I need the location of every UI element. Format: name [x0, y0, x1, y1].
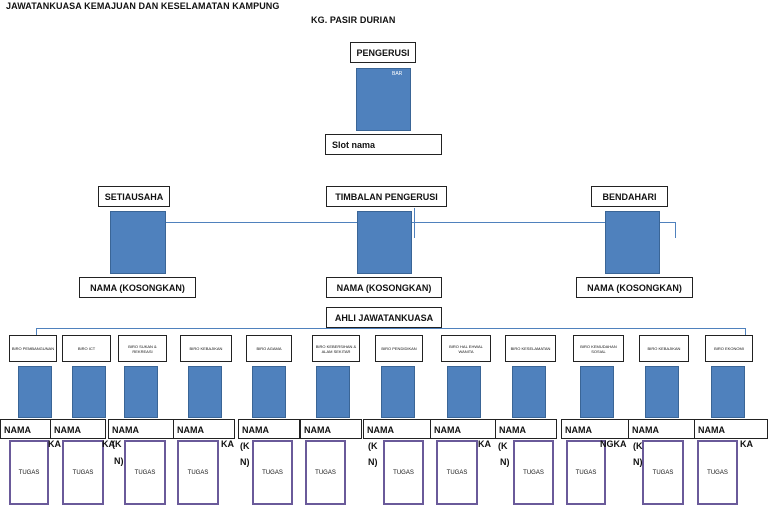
- biro-label: BIRO EKONOMI: [705, 335, 753, 362]
- text-fragment: KA: [48, 439, 61, 449]
- text-fragment: (K: [633, 441, 643, 451]
- biro-label: BIRO KESELAMATAN: [505, 335, 556, 362]
- setiausaha-photo: [110, 211, 166, 274]
- biro-label: BIRO PENDIDIKAN: [375, 335, 423, 362]
- setiausaha-label: SETIAUSAHA: [98, 186, 170, 207]
- text-fragment: KA: [221, 439, 234, 449]
- bendahari-name: NAMA (KOSONGKAN): [576, 277, 693, 298]
- member-name: NAMA: [173, 419, 235, 439]
- bendahari-photo: [605, 211, 660, 274]
- tugas-box: TUGAS: [62, 440, 104, 505]
- tugas-box: TUGAS: [642, 440, 684, 505]
- officer-connector-mid: [414, 208, 415, 238]
- member-name: NAMA: [495, 419, 557, 439]
- member-name: NAMA: [0, 419, 55, 439]
- timbalan-name: NAMA (KOSONGKAN): [326, 277, 442, 298]
- biro-label: BIRO KEBAJIKAN: [639, 335, 689, 362]
- member-name: NAMA: [238, 419, 300, 439]
- member-photo: [512, 366, 546, 418]
- member-photo: [580, 366, 614, 418]
- text-fragment: N): [240, 457, 250, 467]
- biro-label: BIRO ICT: [62, 335, 111, 362]
- member-photo: [252, 366, 286, 418]
- tugas-box: TUGAS: [9, 440, 49, 505]
- member-photo: [188, 366, 222, 418]
- member-photo: [18, 366, 52, 418]
- text-fragment: (K: [498, 441, 508, 451]
- officer-connector-drop: [675, 222, 676, 238]
- page-title: JAWATANKUASA KEMAJUAN DAN KESELAMATAN KA…: [6, 1, 280, 11]
- member-name: NAMA: [628, 419, 698, 439]
- biro-label: BIRO PEMBANGUNAN: [9, 335, 57, 362]
- text-fragment: (K: [112, 439, 122, 449]
- tugas-box: TUGAS: [177, 440, 219, 505]
- member-name: NAMA: [363, 419, 431, 439]
- member-name: NAMA: [694, 419, 768, 439]
- ahli-connector-left: [36, 328, 37, 336]
- text-fragment: (K: [368, 441, 378, 451]
- pengerusi-name-slot: Slot nama: [325, 134, 442, 155]
- member-name: NAMA: [300, 419, 362, 439]
- ahli-label: AHLI JAWATANKUASA: [326, 307, 442, 328]
- biro-label: BIRO SUKAN & REKREASI: [118, 335, 167, 362]
- member-name: NAMA: [561, 419, 631, 439]
- member-photo: [381, 366, 415, 418]
- tugas-box: TUGAS: [513, 440, 554, 505]
- tugas-box: TUGAS: [436, 440, 478, 505]
- member-photo: [316, 366, 350, 418]
- text-fragment: KA: [102, 439, 115, 449]
- text-fragment: NGKA: [600, 439, 627, 449]
- tugas-box: TUGAS: [124, 440, 166, 505]
- timbalan-photo: [357, 211, 412, 274]
- text-fragment: N): [633, 457, 643, 467]
- ahli-connector: [36, 328, 746, 329]
- tugas-box: TUGAS: [305, 440, 346, 505]
- ahli-connector-right: [745, 328, 746, 336]
- member-photo: [124, 366, 158, 418]
- member-photo: [645, 366, 679, 418]
- text-fragment: (K: [240, 441, 250, 451]
- member-photo: [72, 366, 106, 418]
- tugas-box: TUGAS: [383, 440, 424, 505]
- member-photo: [447, 366, 481, 418]
- photo-text: BAR: [392, 71, 403, 77]
- member-name: NAMA: [108, 419, 174, 439]
- biro-label: BIRO AGAMA: [246, 335, 292, 362]
- biro-label: BIRO KEBAJIKAN: [180, 335, 232, 362]
- text-fragment: N): [368, 457, 378, 467]
- pengerusi-label: PENGERUSI: [350, 42, 416, 63]
- text-fragment: N): [114, 456, 124, 466]
- officer-connector: [166, 222, 676, 223]
- tugas-box: TUGAS: [697, 440, 738, 505]
- member-name: NAMA: [50, 419, 106, 439]
- timbalan-label: TIMBALAN PENGERUSI: [326, 186, 447, 207]
- member-name: NAMA: [430, 419, 496, 439]
- setiausaha-name: NAMA (KOSONGKAN): [79, 277, 196, 298]
- tugas-box: TUGAS: [252, 440, 293, 505]
- tugas-box: TUGAS: [566, 440, 606, 505]
- biro-label: BIRO HAL EHWAL WANITA: [441, 335, 491, 362]
- biro-label: BIRO KEMUDAHAN SOSIAL: [573, 335, 624, 362]
- bendahari-label: BENDAHARI: [591, 186, 668, 207]
- page-subtitle: KG. PASIR DURIAN: [311, 15, 396, 25]
- member-photo: [711, 366, 745, 418]
- pengerusi-photo: BAR: [356, 68, 411, 131]
- text-fragment: KA: [740, 439, 753, 449]
- text-fragment: KA: [478, 439, 491, 449]
- biro-label: BIRO KEBERSIHAN & ALAM SEKITAR: [312, 335, 360, 362]
- text-fragment: N): [500, 457, 510, 467]
